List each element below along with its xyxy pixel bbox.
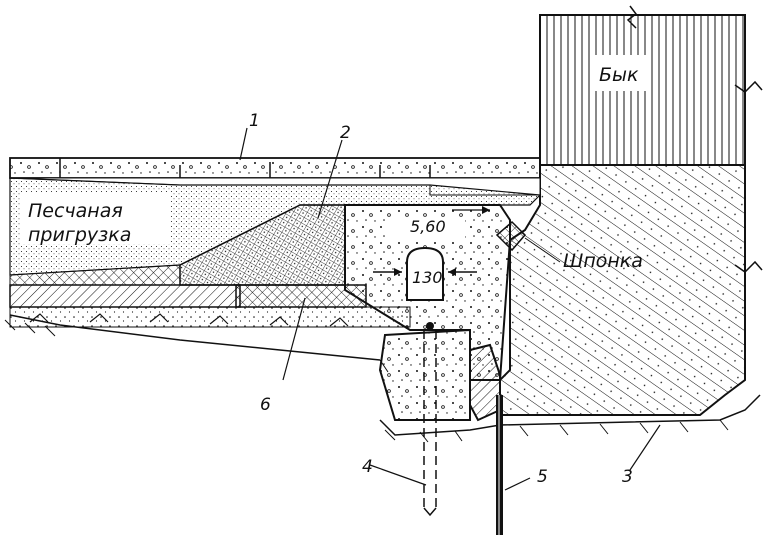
key-label: Шпонка [563, 250, 643, 272]
sand-load-label-line1: Песчаная [28, 200, 123, 222]
sand-load-label-line2: пригрузка [28, 224, 131, 246]
leader-lines [239, 127, 661, 491]
apron-slabs [9, 284, 411, 328]
key-joint [495, 220, 561, 263]
level-marker [452, 206, 490, 214]
gallery-dimension: 130 [412, 268, 443, 287]
callout-1: 1 [249, 111, 260, 131]
pier-foundation [499, 164, 763, 416]
callout-4: 4 [362, 457, 373, 477]
drain-pipe [423, 322, 437, 517]
sheet-pile [469, 343, 503, 535]
level-label: 5,60 [410, 217, 446, 236]
callout-6: 6 [260, 395, 271, 415]
gallery-opening [373, 246, 477, 301]
sand-load [9, 177, 542, 276]
callout-3: 3 [622, 467, 633, 487]
callout-5: 5 [537, 467, 548, 487]
callout-2: 2 [340, 123, 351, 143]
pier-label: Бык [599, 64, 639, 86]
pier [539, 5, 763, 166]
